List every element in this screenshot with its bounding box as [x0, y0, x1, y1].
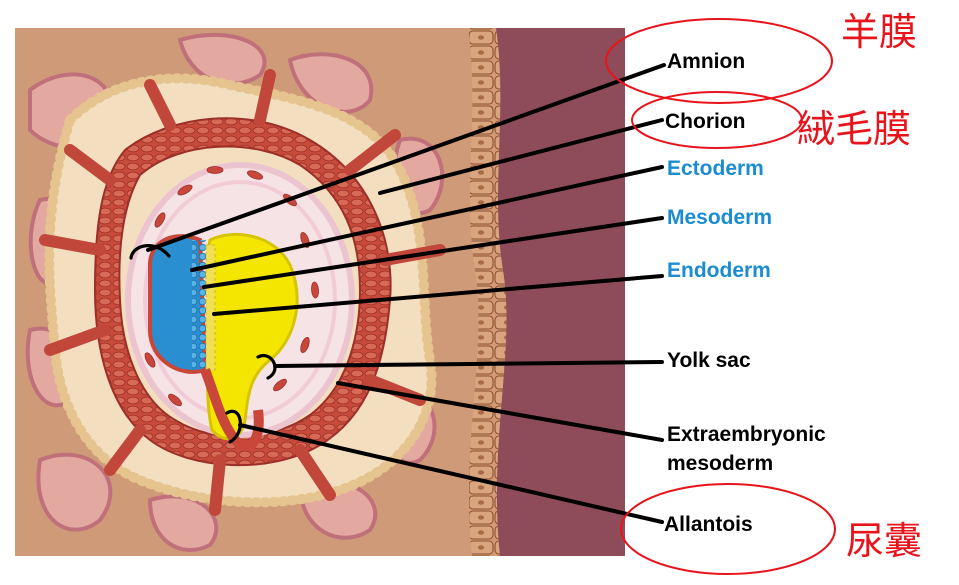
- annotation-chorion-cn: 絨毛膜: [797, 107, 911, 151]
- label-chorion: Chorion: [665, 110, 745, 134]
- label-amnion: Amnion: [667, 50, 745, 74]
- red-annotation-circles: [606, 19, 835, 574]
- label-ectoderm: Ectoderm: [667, 157, 764, 181]
- mesoderm-beads: [192, 240, 206, 370]
- label-extraembryonic-line2: mesoderm: [667, 452, 773, 476]
- label-endoderm: Endoderm: [667, 259, 771, 283]
- annotation-amnion-cn: 羊膜: [841, 10, 917, 54]
- label-yolk-sac: Yolk sac: [667, 349, 751, 373]
- label-mesoderm: Mesoderm: [667, 206, 772, 230]
- uterine-lining-dark: [485, 28, 625, 556]
- label-allantois: Allantois: [664, 513, 753, 537]
- label-extraembryonic-line1: Extraembryonic: [667, 423, 826, 447]
- annotation-allantois-cn: 尿囊: [846, 519, 922, 563]
